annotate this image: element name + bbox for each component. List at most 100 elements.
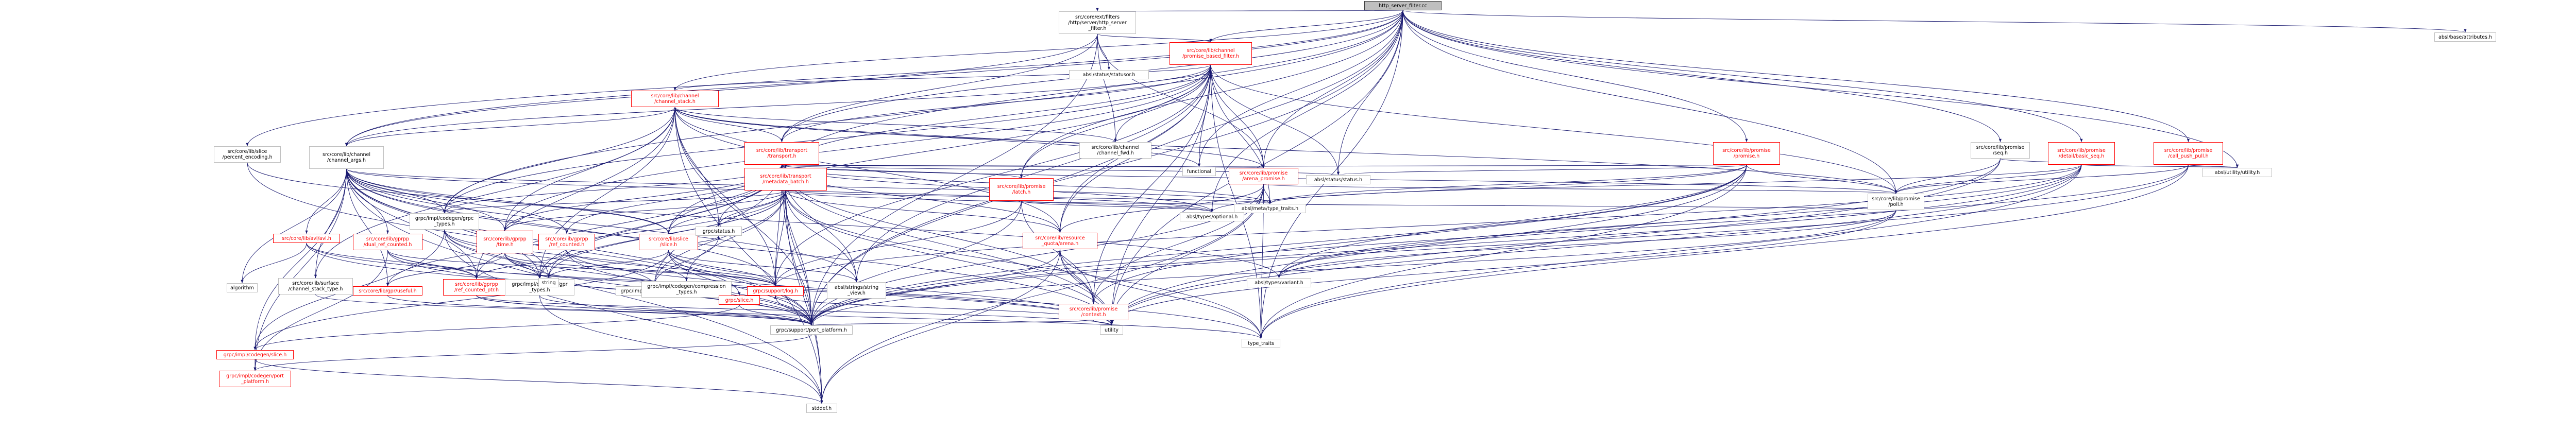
edge-channel_args-to-variant xyxy=(346,168,1280,279)
graph-node-src-core-ext-filters-http-server-http-server-filter-h[interactable]: src/core/ext/filters /http/server/http_s… xyxy=(1059,11,1136,34)
graph-node-src-core-lib-channel-channel-args-h[interactable]: src/core/lib/channel /channel_args.h xyxy=(309,146,384,169)
graph-node-absl-status-status-h[interactable]: absl/status/status.h xyxy=(1306,175,1370,184)
edge-promise_based-to-slice_slice xyxy=(667,64,1211,234)
edge-dual_ref-to-codegen_port xyxy=(253,250,388,371)
edge-quota_arena-to-type_traits xyxy=(1060,249,1262,339)
edge-promise_h-to-port_platform xyxy=(810,164,1747,326)
edge-channel_stack-to-stddef xyxy=(674,107,823,404)
graph-node-src-core-lib-promise-latch-h[interactable]: src/core/lib/promise /latch.h xyxy=(989,178,1054,201)
edge-slice_slice-to-string xyxy=(547,250,669,279)
graph-node-absl-utility-utility-h[interactable]: absl/utility/utility.h xyxy=(2202,168,2272,177)
graph-node-utility[interactable]: utility xyxy=(1100,325,1123,335)
edge-basic_seq-to-poll xyxy=(1894,164,2082,194)
edge-root-to-basic_seq xyxy=(1402,10,2083,143)
edge-promise_based-to-utility xyxy=(1110,64,1211,326)
edge-hsf_h-to-promise_based xyxy=(1097,33,1212,43)
edge-slice_slice-to-grpc_slice xyxy=(668,250,741,296)
edge-promise_based-to-channel_stack xyxy=(673,64,1211,91)
graph-node-grpc-support-log-h[interactable]: grpc/support/log.h xyxy=(747,286,804,296)
graph-node-src-core-lib-channel-promise-based-filter-h[interactable]: src/core/lib/channel /promise_based_filt… xyxy=(1170,42,1252,65)
edge-promise_context-to-utility xyxy=(1093,320,1113,326)
edge-time_h-to-support_log xyxy=(504,253,777,287)
graph-node-src-core-lib-promise-promise-h[interactable]: src/core/lib/promise /promise.h xyxy=(1713,142,1780,165)
graph-node-src-core-lib-resource-quota-arena-h[interactable]: src/core/lib/resource _quota/arena.h xyxy=(1023,233,1097,249)
edge-root-to-promise_based xyxy=(1209,10,1403,43)
edge-channel_args-to-codegen_port xyxy=(253,168,347,371)
edge-transport-to-abs_status xyxy=(782,164,1340,176)
edge-transport-to-grpc_types xyxy=(443,164,782,214)
graph-node-absl-types-optional-h[interactable]: absl/types/optional.h xyxy=(1180,212,1244,221)
graph-node-algorithm[interactable]: algorithm xyxy=(227,283,258,292)
edge-slice_slice-to-support_log xyxy=(668,250,777,287)
graph-node-src-core-lib-promise-seq-h[interactable]: src/core/lib/promise /seq.h xyxy=(1971,142,2030,159)
edge-metadata_batch-to-quota_arena xyxy=(785,190,1061,233)
graph-node-src-core-lib-promise-poll-h[interactable]: src/core/lib/promise /poll.h xyxy=(1868,194,1924,210)
edge-root-to-arena_promise xyxy=(1262,10,1403,168)
graph-node-type-traits[interactable]: type_traits xyxy=(1242,339,1280,348)
edge-codegen_slice-to-stddef xyxy=(255,359,823,404)
edge-arena_promise-to-port_platform xyxy=(810,184,1264,326)
edge-time_h-to-useful xyxy=(386,253,505,287)
graph-node-src-core-lib-promise-arena-promise-h[interactable]: src/core/lib/promise /arena_promise.h xyxy=(1229,168,1298,184)
edge-hsf_h-to-arena_promise xyxy=(1097,33,1265,168)
graph-node-src-core-lib-avl-avl-h[interactable]: src/core/lib/avl/avl.h xyxy=(273,234,340,243)
edge-call_push_pull-to-variant xyxy=(1278,164,2189,279)
graph-node-grpc-slice-h[interactable]: grpc/slice.h xyxy=(719,296,760,305)
graph-node-grpc-status-h[interactable]: grpc/status.h xyxy=(696,227,742,236)
graph-node-grpc-impl-codegen-compression-types-h[interactable]: grpc/impl/codegen/compression _types.h xyxy=(641,281,732,298)
edge-promise_based-to-abs_status xyxy=(1210,64,1340,176)
edge-arena_promise-to-meta_type_traits xyxy=(1263,184,1272,204)
graph-node-src-core-lib-slice-percent-encoding-h[interactable]: src/core/lib/slice /percent_encoding.h xyxy=(214,146,281,163)
graph-node-grpc-support-port-platform-h[interactable]: grpc/support/port_platform.h xyxy=(770,325,853,335)
graph-node-stddef-h[interactable]: stddef.h xyxy=(806,404,837,413)
graph-node-src-core-lib-promise-call-push-pull-h[interactable]: src/core/lib/promise /call_push_pull.h xyxy=(2154,142,2223,165)
edge-root-to-percent_enc xyxy=(246,10,1403,147)
edge-useful-to-port_platform xyxy=(387,295,813,326)
graph-node-string[interactable]: string xyxy=(538,278,559,287)
graph-node-src-core-lib-promise-detail-basic-seq-h[interactable]: src/core/lib/promise /detail/basic_seq.h xyxy=(2048,142,2115,165)
edge-basic_seq-to-support_log xyxy=(774,164,2082,287)
edge-gpr_types-to-stddef xyxy=(539,295,823,404)
edge-promise_based-to-string_view xyxy=(855,64,1211,283)
graph-node-grpc-impl-codegen-port-platform-h[interactable]: grpc/impl/codegen/port _platform.h xyxy=(219,371,291,387)
graph-node-src-core-lib-promise-context-h[interactable]: src/core/lib/promise /context.h xyxy=(1059,304,1128,320)
graph-node-absl-base-attributes-h[interactable]: absl/base/attributes.h xyxy=(2434,32,2496,42)
graph-node-src-core-lib-gprpp-ref-counted-ptr-h[interactable]: src/core/lib/gprpp /ref_counted_ptr.h xyxy=(443,279,510,296)
graph-node-src-core-lib-gprpp-time-h[interactable]: src/core/lib/gprpp /time.h xyxy=(477,231,533,253)
graph-node-absl-meta-type-traits-h[interactable]: absl/meta/type_traits.h xyxy=(1234,204,1306,213)
graph-node-src-core-lib-channel-channel-stack-h[interactable]: src/core/lib/channel /channel_stack.h xyxy=(631,91,719,107)
graph-node-absl-strings-string-view-h[interactable]: absl/strings/string _view.h xyxy=(827,282,886,299)
edge-promise_context-to-port_platform xyxy=(810,320,1094,326)
edge-channel_stack-to-surface_csh xyxy=(314,107,675,279)
graph-node-src-core-lib-gpr-useful-h[interactable]: src/core/lib/gpr/useful.h xyxy=(353,286,422,296)
edge-basic_seq-to-port_platform xyxy=(810,164,2082,326)
edge-metadata_batch-to-codegen_status xyxy=(653,190,786,287)
graph-node-grpc-impl-codegen-slice-h[interactable]: grpc/impl/codegen/slice.h xyxy=(216,350,294,359)
graph-node-src-core-lib-gprpp-dual-ref-counted-h[interactable]: src/core/lib/gprpp /dual_ref_counted.h xyxy=(353,234,422,250)
edge-avl-to-ref_counted_ptr xyxy=(306,243,478,280)
edge-root-to-call_push_pull xyxy=(1402,10,2190,143)
edge-call_push_pull-to-utility_h xyxy=(2188,164,2239,168)
graph-node-src-core-lib-transport-transport-h[interactable]: src/core/lib/transport /transport.h xyxy=(744,142,819,165)
edge-metadata_batch-to-type_traits xyxy=(785,190,1262,339)
edge-promise_h-to-type_traits xyxy=(1260,164,1747,339)
edge-root-to-seq_h xyxy=(1402,10,2002,143)
edge-channel_stack-to-poll xyxy=(674,107,1897,194)
edge-support_log-to-port_platform xyxy=(775,295,813,326)
graph-node-src-core-lib-surface-channel-stack-type-h[interactable]: src/core/lib/surface /channel_stack_type… xyxy=(278,278,353,295)
graph-node-functional[interactable]: functional xyxy=(1182,167,1216,176)
edge-channel_stack-to-channel_fwd xyxy=(674,107,1117,143)
graph-node-grpc-impl-codegen-grpc-types-h[interactable]: grpc/impl/codegen/grpc _types.h xyxy=(410,213,479,230)
edge-metadata_batch-to-grpc_types xyxy=(443,190,786,214)
graph-node-src-core-lib-slice-slice-h[interactable]: src/core/lib/slice /slice.h xyxy=(639,234,698,250)
edge-promise_h-to-utility xyxy=(1110,164,1747,326)
edge-ref_counted_h-to-type_traits xyxy=(566,250,1262,339)
graph-node-src-core-lib-channel-channel-fwd-h[interactable]: src/core/lib/channel /channel_fwd.h xyxy=(1079,142,1151,159)
graph-node-absl-status-statusor-h[interactable]: absl/status/statusor.h xyxy=(1069,70,1149,79)
graph-node-src-core-lib-transport-metadata-batch-h[interactable]: src/core/lib/transport /metadata_batch.h xyxy=(744,168,827,190)
graph-node-absl-types-variant-h[interactable]: absl/types/variant.h xyxy=(1247,278,1311,287)
graph-node-src-core-lib-gprpp-ref-counted-h[interactable]: src/core/lib/gprpp /ref_counted.h xyxy=(538,234,595,250)
edge-basic_seq-to-type_traits xyxy=(1260,164,2082,339)
edge-channel_args-to-support_log xyxy=(346,168,777,287)
